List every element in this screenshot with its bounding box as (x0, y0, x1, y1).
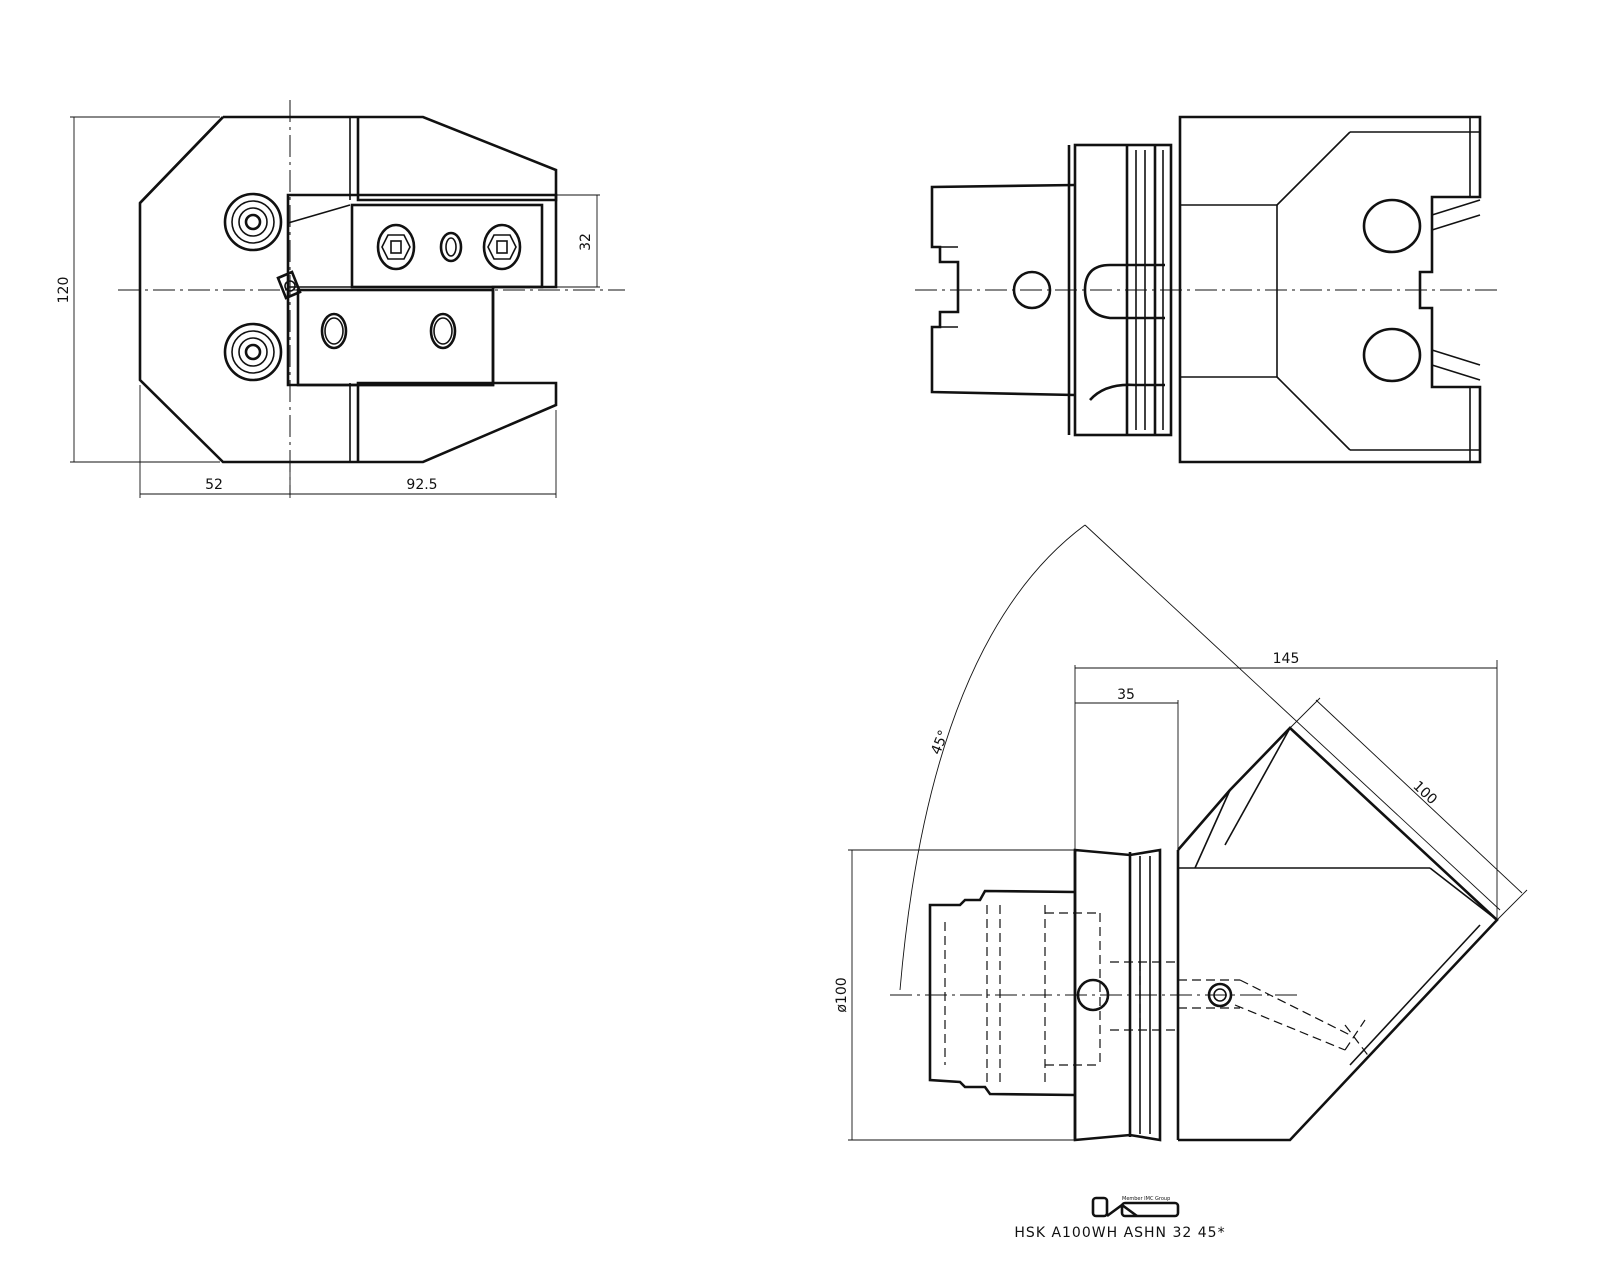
coolant-nozzle-icon (439, 231, 463, 263)
dim-length-145: 145 (1273, 651, 1300, 667)
title-block: Member IMC Group HSK A100WH ASHN 32 45* (1014, 1196, 1225, 1241)
dim-offset-35: 35 (1117, 687, 1135, 703)
hex-screw-icon (482, 223, 522, 271)
dim-slot-32: 32 (578, 233, 594, 251)
part-number: HSK A100WH ASHN 32 45* (1014, 1225, 1225, 1241)
dim-diameter-100: ø100 (834, 977, 850, 1012)
top-view: 145 35 ø100 100 45° (834, 524, 1528, 1142)
dim-height-120: 120 (56, 277, 72, 304)
dim-diagonal-100: 100 (1409, 778, 1439, 808)
hex-screw-icon (376, 223, 416, 271)
clamp-screw-icon (223, 322, 283, 382)
clamp-screw-icon (223, 192, 283, 252)
logo-subtext: Member IMC Group (1122, 1196, 1170, 1202)
front-view: 120 52 92.5 32 (56, 100, 625, 498)
side-view (915, 115, 1500, 464)
iscar-logo-icon: Member IMC Group (1091, 1196, 1180, 1218)
dim-width-52: 52 (205, 477, 223, 493)
dim-width-92-5: 92.5 (406, 477, 437, 493)
